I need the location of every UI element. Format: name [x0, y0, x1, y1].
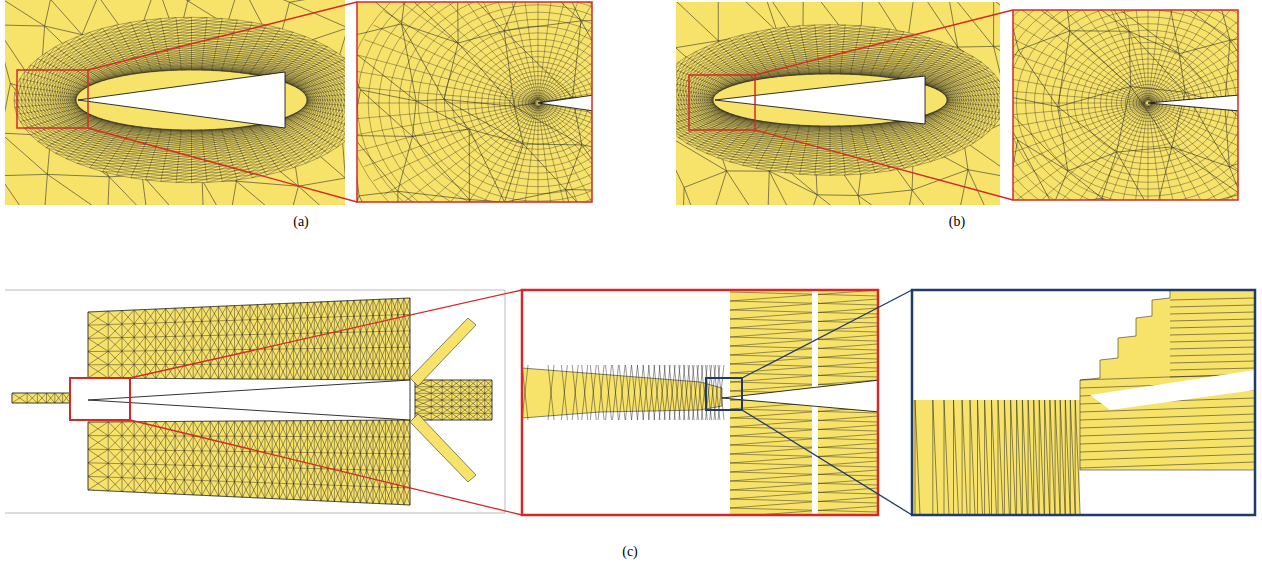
mesh-lines	[5, 0, 345, 205]
mesh-lines	[915, 400, 1080, 515]
wedge-body	[1090, 370, 1255, 410]
zoom-frame	[1013, 10, 1238, 200]
wedge-body	[88, 380, 410, 420]
mesh-block	[410, 414, 476, 482]
wedge-body	[715, 76, 925, 124]
subfigure-label: (b)	[949, 214, 965, 230]
mesh-lines	[88, 298, 410, 380]
mesh-block	[912, 400, 1080, 515]
zoom-leader	[755, 130, 1013, 200]
mesh-lines	[12, 393, 70, 403]
zoom-leader	[130, 420, 522, 515]
mesh-block	[410, 318, 476, 386]
mesh-panel	[912, 290, 1255, 515]
wedge-tip	[1148, 95, 1238, 111]
mesh-lines	[14, 17, 345, 182]
zoom-frame	[706, 378, 742, 410]
zoom-leader	[742, 410, 912, 515]
mesh-block	[88, 420, 410, 505]
panel-edge	[5, 290, 505, 291]
wedge-body	[78, 72, 285, 128]
mesh-block	[12, 393, 70, 403]
mesh-block	[1080, 290, 1255, 470]
subfigure-label: (a)	[293, 214, 309, 230]
panel-edge	[5, 513, 505, 514]
mesh-block	[415, 380, 492, 420]
panel-edge	[505, 290, 506, 513]
zoom-frame	[522, 290, 878, 515]
mesh-lines	[357, 2, 592, 202]
dense-zone	[14, 17, 345, 182]
zoom-ground	[912, 290, 1255, 515]
mesh-panel	[5, 0, 345, 205]
zoom-leader	[130, 290, 522, 378]
mesh-panel	[1013, 10, 1238, 200]
mesh-lines	[1013, 10, 1238, 200]
zoom-leader	[88, 2, 357, 70]
zoom-frame	[912, 290, 1255, 515]
zoom-frame	[357, 2, 592, 202]
wedge-tip	[538, 95, 592, 111]
zoom-leader	[88, 128, 357, 202]
mesh-lines	[88, 420, 410, 505]
subfigure-label: (c)	[622, 544, 638, 560]
mesh-lines	[1080, 298, 1255, 468]
zoom-frame	[689, 75, 755, 130]
zoom-leader	[755, 10, 1013, 75]
mesh-panel	[522, 290, 878, 515]
zoom-frame	[17, 70, 88, 128]
zoom-leader	[742, 290, 912, 378]
mesh-ground	[912, 290, 1255, 515]
mesh-block	[88, 298, 410, 380]
mesh-panel	[676, 2, 1000, 205]
mesh-lines	[522, 365, 724, 420]
zoom-frame	[70, 378, 130, 420]
wedge-body	[722, 380, 878, 412]
mesh-panel	[357, 2, 592, 202]
mesh-lines	[415, 380, 492, 420]
mesh-lines	[676, 2, 1000, 205]
